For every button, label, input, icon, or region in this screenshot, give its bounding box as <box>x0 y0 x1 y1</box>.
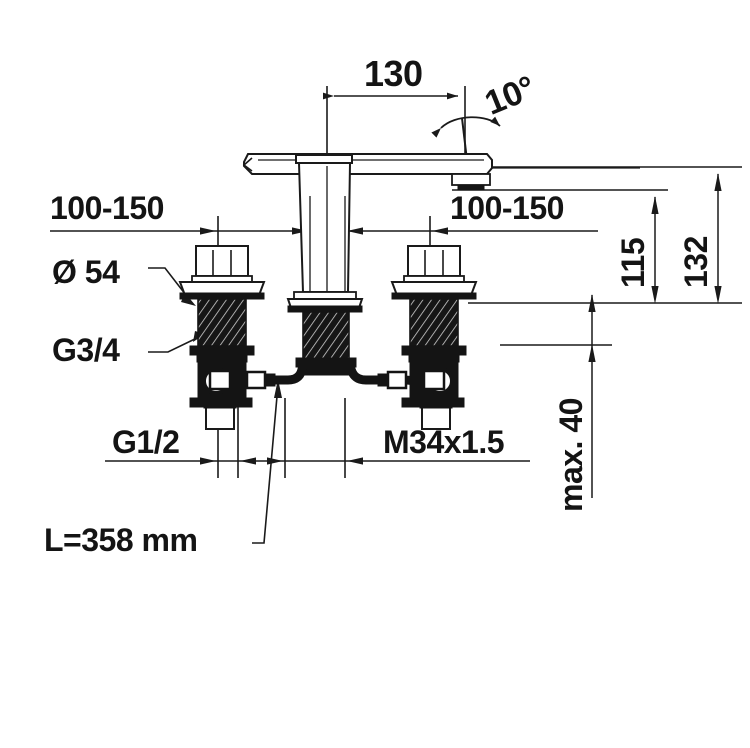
connecting-hoses <box>208 363 446 391</box>
label-hole-spacing-right: 100-150 <box>450 190 564 226</box>
mixer-column <box>286 154 364 376</box>
label-hole-spacing-left: 100-150 <box>50 190 164 226</box>
label-spout-reach: 130 <box>364 53 423 94</box>
dim-outlet-height <box>651 196 659 304</box>
label-thread-supply: G1/2 <box>112 424 180 460</box>
label-hose-length: L=358 mm <box>44 522 198 558</box>
label-total-height: 132 <box>678 236 714 288</box>
label-thread-body: G3/4 <box>52 332 120 368</box>
spout-outlet <box>451 173 491 191</box>
label-deck-thickness: max. 40 <box>553 398 589 512</box>
right-extension-lines <box>452 166 742 304</box>
dim-total-height <box>714 173 722 304</box>
detail-marks <box>203 399 450 406</box>
label-escutcheon-diameter: Ø 54 <box>52 254 120 290</box>
dim-bottom-threads <box>105 398 530 478</box>
right-valve <box>390 245 478 430</box>
dim-deck-thickness <box>500 294 612 498</box>
label-thread-shank: M34x1.5 <box>383 424 505 460</box>
label-outlet-height: 115 <box>615 237 651 288</box>
product-geometry <box>178 153 640 430</box>
